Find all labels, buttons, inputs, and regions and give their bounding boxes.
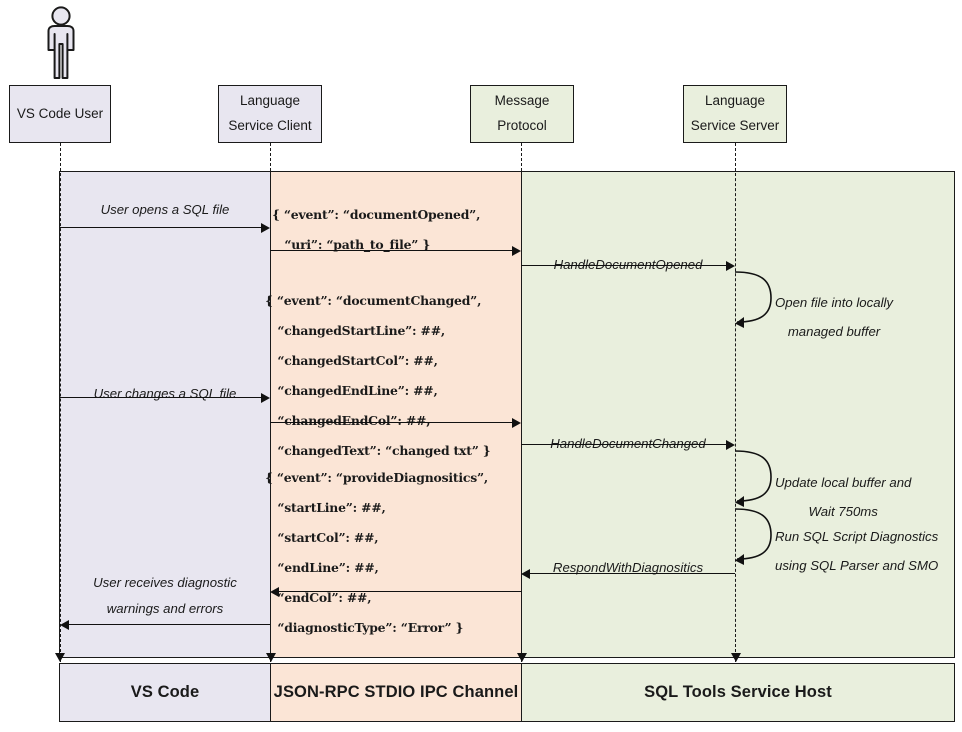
note-run-diagnostics-line1: Run SQL Script Diagnostics	[775, 529, 939, 544]
message-arrowhead-opened-to-protocol	[512, 245, 521, 256]
message-label-handle-document-changed: HandleDocumentChanged	[550, 436, 706, 451]
message-arrow-opened-to-protocol	[270, 250, 513, 251]
note-open-file: Open file into locally managed buffer	[775, 288, 893, 346]
message-arrowhead-user-receives	[59, 619, 69, 630]
message-arrow-user-opens	[59, 227, 262, 228]
lifeline-end-arrow-proto	[516, 653, 527, 662]
participant-label-line2: Protocol	[497, 118, 547, 133]
message-label-user-receives-line1: User receives diagnostic	[93, 575, 237, 590]
message-arrow-respond-with-diagnostics	[530, 573, 735, 574]
band-vscode	[59, 171, 271, 658]
participant-label-line1: Language	[704, 93, 766, 109]
participant-label-line1: Language	[239, 93, 301, 109]
participant-vs-code-user[interactable]: VS Code User	[9, 85, 111, 143]
note-open-file-line1: Open file into locally	[775, 295, 894, 310]
band-ipc-channel	[270, 171, 522, 658]
note-run-diagnostics-line2: using SQL Parser and SMO	[775, 558, 939, 574]
message-label-user-receives: User receives diagnostic warnings and er…	[60, 570, 270, 621]
message-arrowhead-handle-document-opened	[726, 260, 735, 271]
payload-document-changed: { “event”: “documentChanged”, “changedSt…	[265, 293, 491, 459]
message-arrowhead-diagnostics-to-client	[270, 586, 279, 597]
footer-service-host: SQL Tools Service Host	[521, 663, 955, 722]
participant-message-protocol[interactable]: Message Protocol	[470, 85, 574, 143]
lifeline-user	[59, 143, 61, 662]
participant-language-service-client[interactable]: Language Service Client	[218, 85, 322, 143]
message-arrow-user-receives	[68, 624, 270, 625]
lifeline-end-arrow-user	[55, 653, 65, 662]
message-arrowhead-user-opens	[261, 222, 270, 233]
self-call-open-file	[733, 268, 779, 335]
lifeline-client	[270, 143, 271, 662]
note-update-buffer: Update local buffer and Wait 750ms	[775, 468, 911, 526]
self-call-update-buffer	[733, 447, 779, 514]
lifeline-end-arrow-server	[730, 653, 741, 662]
participant-language-service-server[interactable]: Language Service Server	[683, 85, 787, 143]
actor-person-icon	[40, 6, 82, 80]
footer-label: VS Code	[130, 683, 200, 701]
note-update-buffer-line1: Update local buffer and	[775, 475, 912, 490]
message-arrowhead-changed-to-protocol	[512, 417, 521, 428]
note-open-file-line2: managed buffer	[787, 324, 881, 340]
message-arrowhead-handle-document-changed	[726, 439, 735, 450]
message-arrow-handle-document-changed	[521, 444, 726, 445]
participant-label-line2: Service Client	[228, 118, 312, 133]
message-arrow-handle-document-opened	[521, 265, 726, 266]
payload-provide-diagnostics: { “event”: “provideDiagnositics”, “start…	[265, 470, 489, 636]
message-label-handle-document-opened: HandleDocumentOpened	[553, 257, 703, 272]
message-label-user-receives-line2: warnings and errors	[106, 600, 224, 616]
lifeline-server	[735, 143, 736, 662]
note-update-buffer-line2: Wait 750ms	[808, 504, 878, 520]
participant-label-line1: Message	[494, 93, 550, 109]
self-call-run-diagnostics	[733, 505, 779, 572]
participant-label-line2: Service Server	[690, 118, 780, 133]
message-arrow-changed-to-protocol	[270, 422, 513, 423]
payload-document-opened: { “event”: “documentOpened”, “uri”: “pat…	[272, 207, 481, 253]
message-arrowhead-user-changes	[261, 392, 270, 403]
footer-ipc-channel: JSON-RPC STDIO IPC Channel	[270, 663, 522, 722]
message-label-respond-with-diagnostics: RespondWithDiagnositics	[552, 560, 704, 575]
participant-label-line1: VS Code User	[16, 105, 104, 121]
message-arrow-diagnostics-to-client	[279, 591, 522, 592]
band-service-host	[521, 171, 955, 658]
message-label-user-opens: User opens a SQL file	[100, 202, 230, 217]
note-run-diagnostics: Run SQL Script Diagnostics using SQL Par…	[775, 522, 938, 580]
lifeline-proto	[521, 143, 522, 662]
message-label-user-changes: User changes a SQL file	[93, 386, 237, 401]
message-arrow-user-changes	[59, 397, 262, 398]
message-arrowhead-respond-with-diagnostics	[521, 568, 530, 579]
footer-vs-code: VS Code	[59, 663, 271, 722]
footer-label: JSON-RPC STDIO IPC Channel	[273, 683, 519, 701]
lifeline-end-arrow-client	[265, 653, 276, 662]
footer-label: SQL Tools Service Host	[644, 683, 832, 701]
